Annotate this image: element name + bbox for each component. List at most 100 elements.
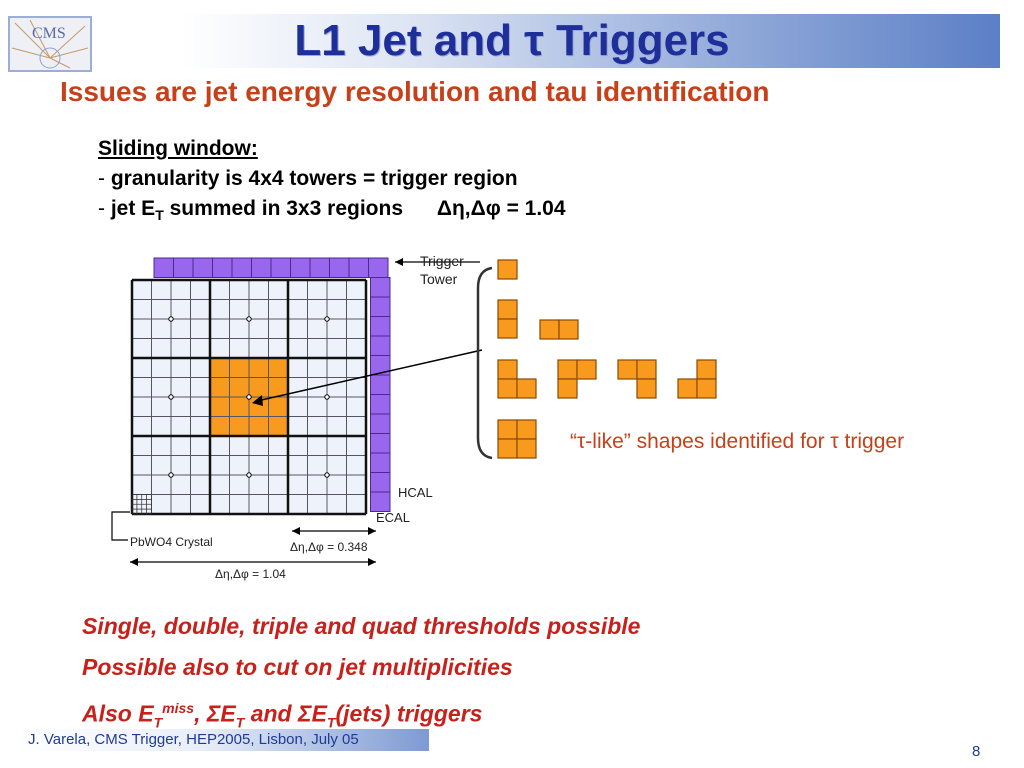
trigger-tower-arrowhead (395, 258, 403, 266)
ecal-tower (307, 318, 328, 339)
ecal-tower (190, 474, 211, 495)
ecal-tower (307, 416, 328, 437)
tau-shape-cell (576, 359, 597, 380)
ecal-tower (170, 338, 191, 359)
hcal-tower (370, 472, 391, 493)
tau-shape-cell (539, 319, 560, 340)
ecal-tower (307, 396, 328, 417)
ecal-tower (287, 318, 308, 339)
tau-shape-cell (696, 359, 717, 380)
ecal-tower (229, 279, 250, 300)
ecal-tower (346, 494, 367, 515)
hcal-tower (368, 257, 389, 278)
page-number: 8 (972, 743, 981, 760)
hcal-tower (370, 433, 391, 454)
ecal-tower (248, 474, 269, 495)
tau-shapes (497, 259, 717, 459)
crystal-cell (146, 508, 152, 515)
crystal-label: PbWO4 Crystal (130, 535, 213, 549)
ecal-tower (326, 396, 347, 417)
svg-text:CMS: CMS (32, 25, 66, 42)
hcal-tower (231, 257, 252, 278)
ecal-tower (131, 474, 152, 495)
tau-shape-cell (497, 299, 518, 320)
ecal-tower (326, 338, 347, 359)
ecal-tower (326, 474, 347, 495)
ecal-tower (170, 377, 191, 398)
jet-et-sub: T (155, 207, 164, 224)
ecal-tower (190, 377, 211, 398)
jet-window-tower (268, 416, 289, 437)
ecal-tower (131, 357, 152, 378)
jet-window-tower (209, 377, 230, 398)
jet-window-tower (268, 396, 289, 417)
ecal-tower (170, 299, 191, 320)
dash-1: - (98, 167, 105, 190)
ecal-tower (229, 474, 250, 495)
large-range-head-left (130, 558, 138, 566)
jet-window-tower (248, 357, 269, 378)
ecal-tower (209, 279, 230, 300)
ecal-tower (190, 318, 211, 339)
tau-shape-cell (516, 438, 537, 459)
ecal-tower (326, 357, 347, 378)
region-center-dot (246, 472, 252, 478)
ecal-label: ECAL (376, 510, 410, 525)
large-range-head-right (368, 558, 376, 566)
tau-shape-cell (636, 378, 657, 399)
ecal-tower (151, 279, 172, 300)
region-center-dot (246, 394, 252, 400)
ecal-tower (190, 279, 211, 300)
bullet-3-mid1: , ΣE (194, 700, 236, 727)
ecal-tower (287, 396, 308, 417)
hcal-towers (153, 257, 391, 512)
ecal-tower (248, 455, 269, 476)
hcal-tower (370, 335, 391, 356)
ecal-tower (151, 474, 172, 495)
hcal-tower (370, 452, 391, 473)
ecal-tower (248, 338, 269, 359)
ecal-tower (268, 455, 289, 476)
ecal-tower (287, 455, 308, 476)
ecal-tower (190, 435, 211, 456)
ecal-tower (170, 318, 191, 339)
ecal-tower (346, 338, 367, 359)
hcal-tower (370, 277, 391, 298)
ecal-tower (248, 299, 269, 320)
jet-window-tower (229, 377, 250, 398)
ecal-tower (209, 455, 230, 476)
tau-shape-cell (617, 359, 638, 380)
ecal-tower (346, 357, 367, 378)
granularity-text: granularity is 4x4 towers = trigger regi… (110, 167, 518, 190)
bullet-list: Single, double, triple and quad threshol… (82, 606, 640, 743)
title-bar (0, 14, 1000, 68)
ecal-tower (287, 338, 308, 359)
hcal-tower (370, 374, 391, 395)
bullet-1: Single, double, triple and quad threshol… (82, 613, 641, 639)
ecal-tower (326, 279, 347, 300)
ecal-tower (131, 435, 152, 456)
ecal-tower (131, 416, 152, 437)
region-center-dot (168, 394, 174, 400)
ecal-tower (209, 474, 230, 495)
ecal-tower (209, 338, 230, 359)
ecal-tower (229, 435, 250, 456)
tau-shape-cell (636, 359, 657, 380)
jet-window-tower (268, 357, 289, 378)
ecal-tower (170, 435, 191, 456)
ecal-tower (346, 474, 367, 495)
region-center-dot (324, 472, 330, 478)
ecal-tower (326, 318, 347, 339)
ecal-tower (346, 279, 367, 300)
sliding-window-heading: Sliding window: (98, 137, 258, 160)
bullet-3-sup: miss (162, 700, 195, 716)
ecal-tower (346, 435, 367, 456)
sliding-window-line-1: - granularity is 4x4 towers = trigger re… (98, 164, 566, 194)
jet-window-tower (248, 416, 269, 437)
ecal-tower (151, 357, 172, 378)
ecal-tower (209, 494, 230, 515)
ecal-tower (190, 338, 211, 359)
ecal-tower (287, 357, 308, 378)
sliding-window-line-2: - jet ET summed in 3x3 regions Δη,Δφ = 1… (98, 194, 566, 230)
tau-shape-cell (516, 419, 537, 440)
